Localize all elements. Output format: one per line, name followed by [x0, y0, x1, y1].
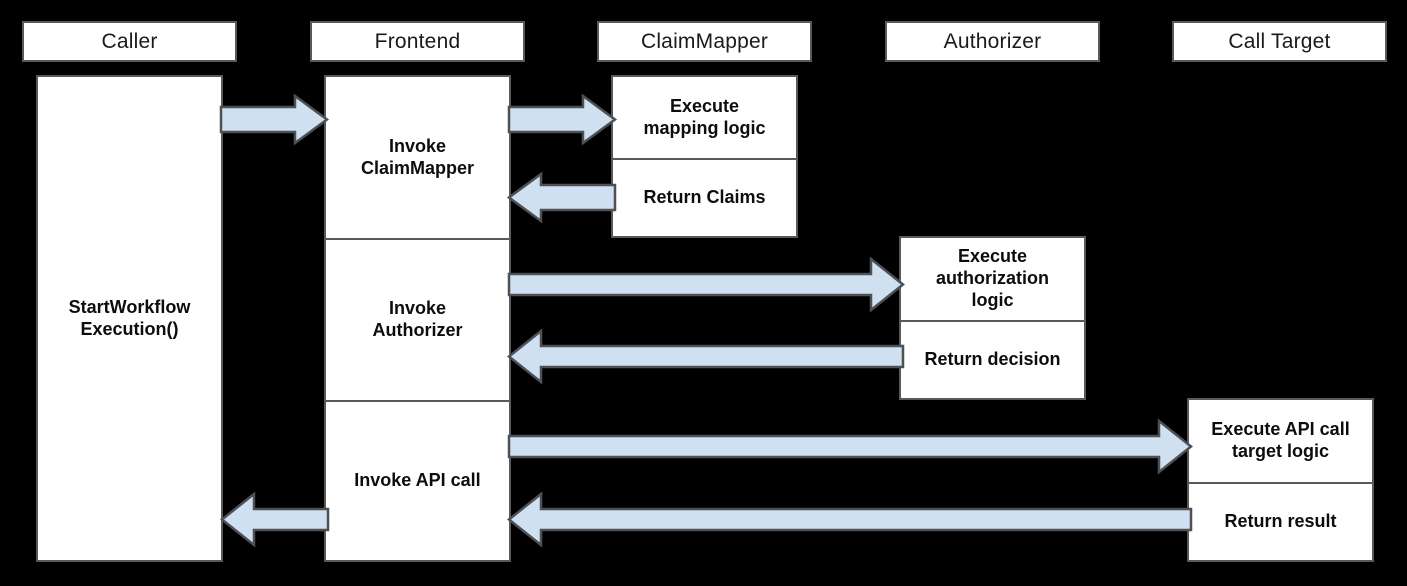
activation-cell-claimmapper-return-claims: Return Claims [613, 158, 796, 236]
lifeline-header-authorizer-label: Authorizer [943, 29, 1042, 53]
activation-cell-calltarget-return-result: Return result [1189, 482, 1372, 560]
lifeline-header-caller-label: Caller [101, 29, 158, 53]
lifeline-header-calltarget-label: Call Target [1228, 29, 1331, 53]
message-arrow-frontend-to-caller [219, 491, 330, 548]
message-arrow-frontend-to-calltarget [507, 418, 1194, 475]
message-arrow-frontend-to-authorizer [507, 256, 906, 313]
activation-cell-frontend-invoke-api-call: Invoke API call [326, 400, 509, 560]
lifeline-header-claimmapper: ClaimMapper [597, 21, 812, 62]
activation-cell-authorizer-return-decision: Return decision [901, 320, 1084, 398]
lifeline-header-frontend-label: Frontend [374, 29, 461, 53]
lifeline-header-frontend: Frontend [310, 21, 525, 62]
lifeline-header-authorizer: Authorizer [885, 21, 1100, 62]
message-arrow-authorizer-to-frontend [506, 328, 905, 385]
message-arrow-frontend-to-claimmapper [507, 93, 618, 146]
lifeline-header-caller: Caller [22, 21, 237, 62]
lifeline-header-claimmapper-label: ClaimMapper [640, 29, 769, 53]
message-arrow-calltarget-to-frontend [506, 491, 1193, 548]
lifeline-header-calltarget: Call Target [1172, 21, 1387, 62]
message-arrow-claimmapper-to-frontend [506, 171, 617, 224]
message-arrow-caller-to-frontend [219, 93, 330, 146]
